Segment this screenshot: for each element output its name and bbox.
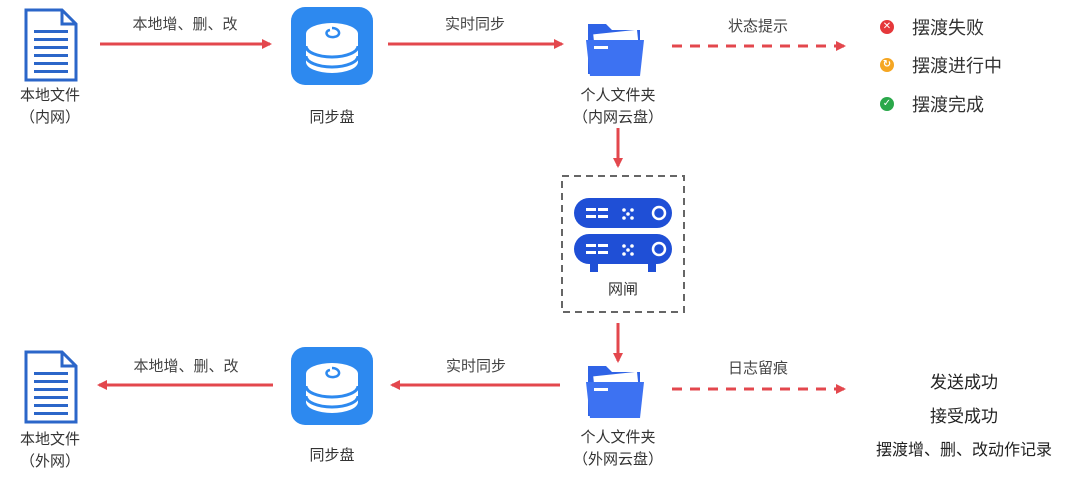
internal-local-file-line1: 本地文件 <box>19 86 80 104</box>
external-folder-line1: 个人文件夹 <box>580 428 656 446</box>
internal-folder-label: 个人文件夹 （内网云盘） <box>560 84 676 128</box>
server-icon <box>574 198 672 272</box>
status-done-text: 摆渡完成 <box>912 95 984 116</box>
internal-folder-line1: 个人文件夹 <box>580 86 656 104</box>
status-progress-row: ↻ 摆渡进行中 <box>880 52 1002 78</box>
sync-circle-icon: ↻ <box>880 58 894 72</box>
folder-icon <box>586 24 644 76</box>
folder-icon <box>586 366 644 418</box>
external-local-file-line2: （外网） <box>19 452 80 470</box>
log-receive-success: 接受成功 <box>930 407 998 427</box>
external-local-file-line1: 本地文件 <box>19 430 80 448</box>
sync-disk-icon <box>291 347 373 425</box>
gateway-box <box>561 175 685 313</box>
external-local-file-label: 本地文件 （外网） <box>0 428 100 472</box>
gateway-label: 网闸 <box>607 280 638 298</box>
external-folder-line2: （外网云盘） <box>572 450 663 468</box>
sync-disk-icon <box>291 7 373 85</box>
internal-local-file-label: 本地文件 （内网） <box>0 84 100 128</box>
arrow-label-local-change-external: 本地增、删、改 <box>133 357 239 375</box>
internal-folder-line2: （内网云盘） <box>572 108 663 126</box>
check-circle-icon: ✓ <box>880 97 894 111</box>
status-progress-text: 摆渡进行中 <box>912 56 1002 77</box>
log-action-record: 摆渡增、删、改动作记录 <box>875 440 1052 459</box>
external-sync-disk-label: 同步盘 <box>309 446 355 464</box>
document-icon <box>24 8 78 82</box>
status-fail-row: ✕ 摆渡失败 <box>880 14 984 40</box>
external-folder-label: 个人文件夹 （外网云盘） <box>560 426 676 470</box>
internal-local-file-line2: （内网） <box>19 108 80 126</box>
arrow-label-local-change-internal: 本地增、删、改 <box>132 15 238 33</box>
arrow-label-realtime-sync-external: 实时同步 <box>445 357 506 375</box>
internal-sync-disk-label: 同步盘 <box>309 108 355 126</box>
x-circle-icon: ✕ <box>880 20 894 34</box>
status-fail-text: 摆渡失败 <box>912 18 984 39</box>
log-send-success: 发送成功 <box>930 373 998 393</box>
arrow-label-realtime-sync-internal: 实时同步 <box>444 15 505 33</box>
status-done-row: ✓ 摆渡完成 <box>880 91 984 117</box>
arrow-label-status-hint: 状态提示 <box>727 17 788 35</box>
arrow-label-log-trace: 日志留痕 <box>727 359 788 377</box>
document-icon <box>24 350 78 424</box>
